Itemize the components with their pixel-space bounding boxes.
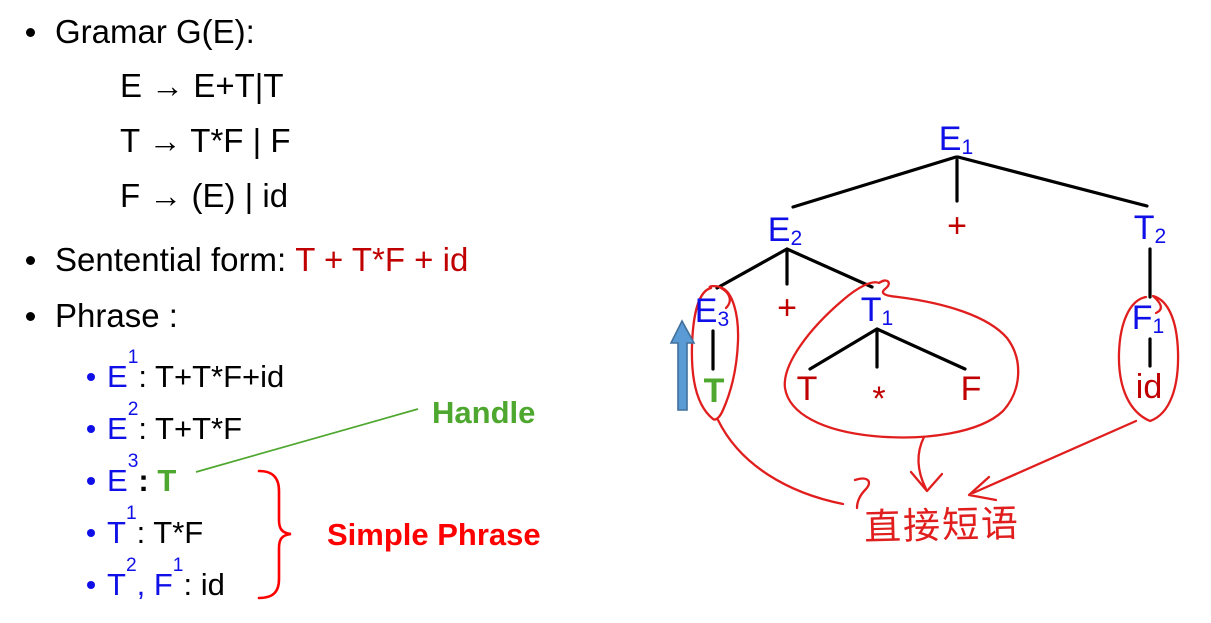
tree-node-E2: E2 xyxy=(767,211,803,251)
bullet-sentential: Sentential form: T + T*F + id xyxy=(26,240,468,280)
bullet-icon xyxy=(87,581,95,589)
grammar-rule: E → E+T|T xyxy=(120,67,284,104)
bullet-icon xyxy=(87,529,95,537)
grammar-rule: F → (E) | id xyxy=(120,177,289,214)
grammar-heading: Gramar G(E): xyxy=(55,13,255,50)
bullet-icon xyxy=(26,312,35,321)
bullet-icon xyxy=(26,256,35,265)
bullet-icon xyxy=(87,425,95,433)
ink-arrow-right-line xyxy=(971,419,1138,495)
bullet-icon xyxy=(26,28,35,37)
ink-arrow-left-curve xyxy=(716,418,845,506)
grammar-rule: T → T*F | F xyxy=(120,122,291,159)
tree-node-plus-top: + xyxy=(947,207,967,245)
bullet-icon xyxy=(87,373,95,381)
ink-arrow-left-hook xyxy=(853,477,871,510)
bullet-grammar-heading: Gramar G(E): xyxy=(26,12,255,52)
bullet-icon xyxy=(87,477,95,485)
sentential-value: T + T*F + id xyxy=(295,241,469,278)
tree-node-star-leaf: * xyxy=(872,380,886,418)
tree-edges xyxy=(711,155,1152,371)
tree-node-T-leaf: T xyxy=(796,370,818,408)
handle-label: Handle xyxy=(432,395,536,430)
tree-node-plus-mid: + xyxy=(777,289,797,327)
ink-annotations xyxy=(690,279,1180,510)
simple-phrase-label: Simple Phrase xyxy=(327,517,541,552)
tree-edge xyxy=(875,327,967,371)
tree-node-T2: T2 xyxy=(1133,209,1167,249)
phrase-heading: Phrase : xyxy=(55,297,178,334)
tree-edge xyxy=(791,155,958,209)
ink-arrow-center-head xyxy=(909,470,944,493)
grammar-rules: E → E+T|T T → T*F | F F → (E) | id xyxy=(120,66,291,231)
tree-node-E1: E1 xyxy=(938,120,974,160)
tree-edge xyxy=(808,327,879,371)
tree-node-F1: F1 xyxy=(1131,299,1165,339)
tree-edge xyxy=(956,155,1149,208)
tree-edge xyxy=(715,247,789,290)
ink-circle-t1-subtree xyxy=(783,279,1020,439)
sentential-label: Sentential form: xyxy=(55,241,296,278)
bullet-phrase-heading: Phrase : xyxy=(26,296,178,336)
up-arrow-icon xyxy=(669,319,696,411)
tree-node-E3: E3 xyxy=(694,292,730,332)
tree-node-T-handle: T xyxy=(703,372,725,410)
ink-arrow-right-head xyxy=(967,475,998,502)
tree-node-T1: T1 xyxy=(860,291,894,331)
ink-arrow-center xyxy=(917,435,928,491)
handwritten-annotation: 直接短语 xyxy=(863,502,1021,549)
tree-node-id-leaf: id xyxy=(1135,368,1163,406)
tree-node-F-leaf: F xyxy=(960,370,982,408)
tree-edge xyxy=(785,247,874,289)
